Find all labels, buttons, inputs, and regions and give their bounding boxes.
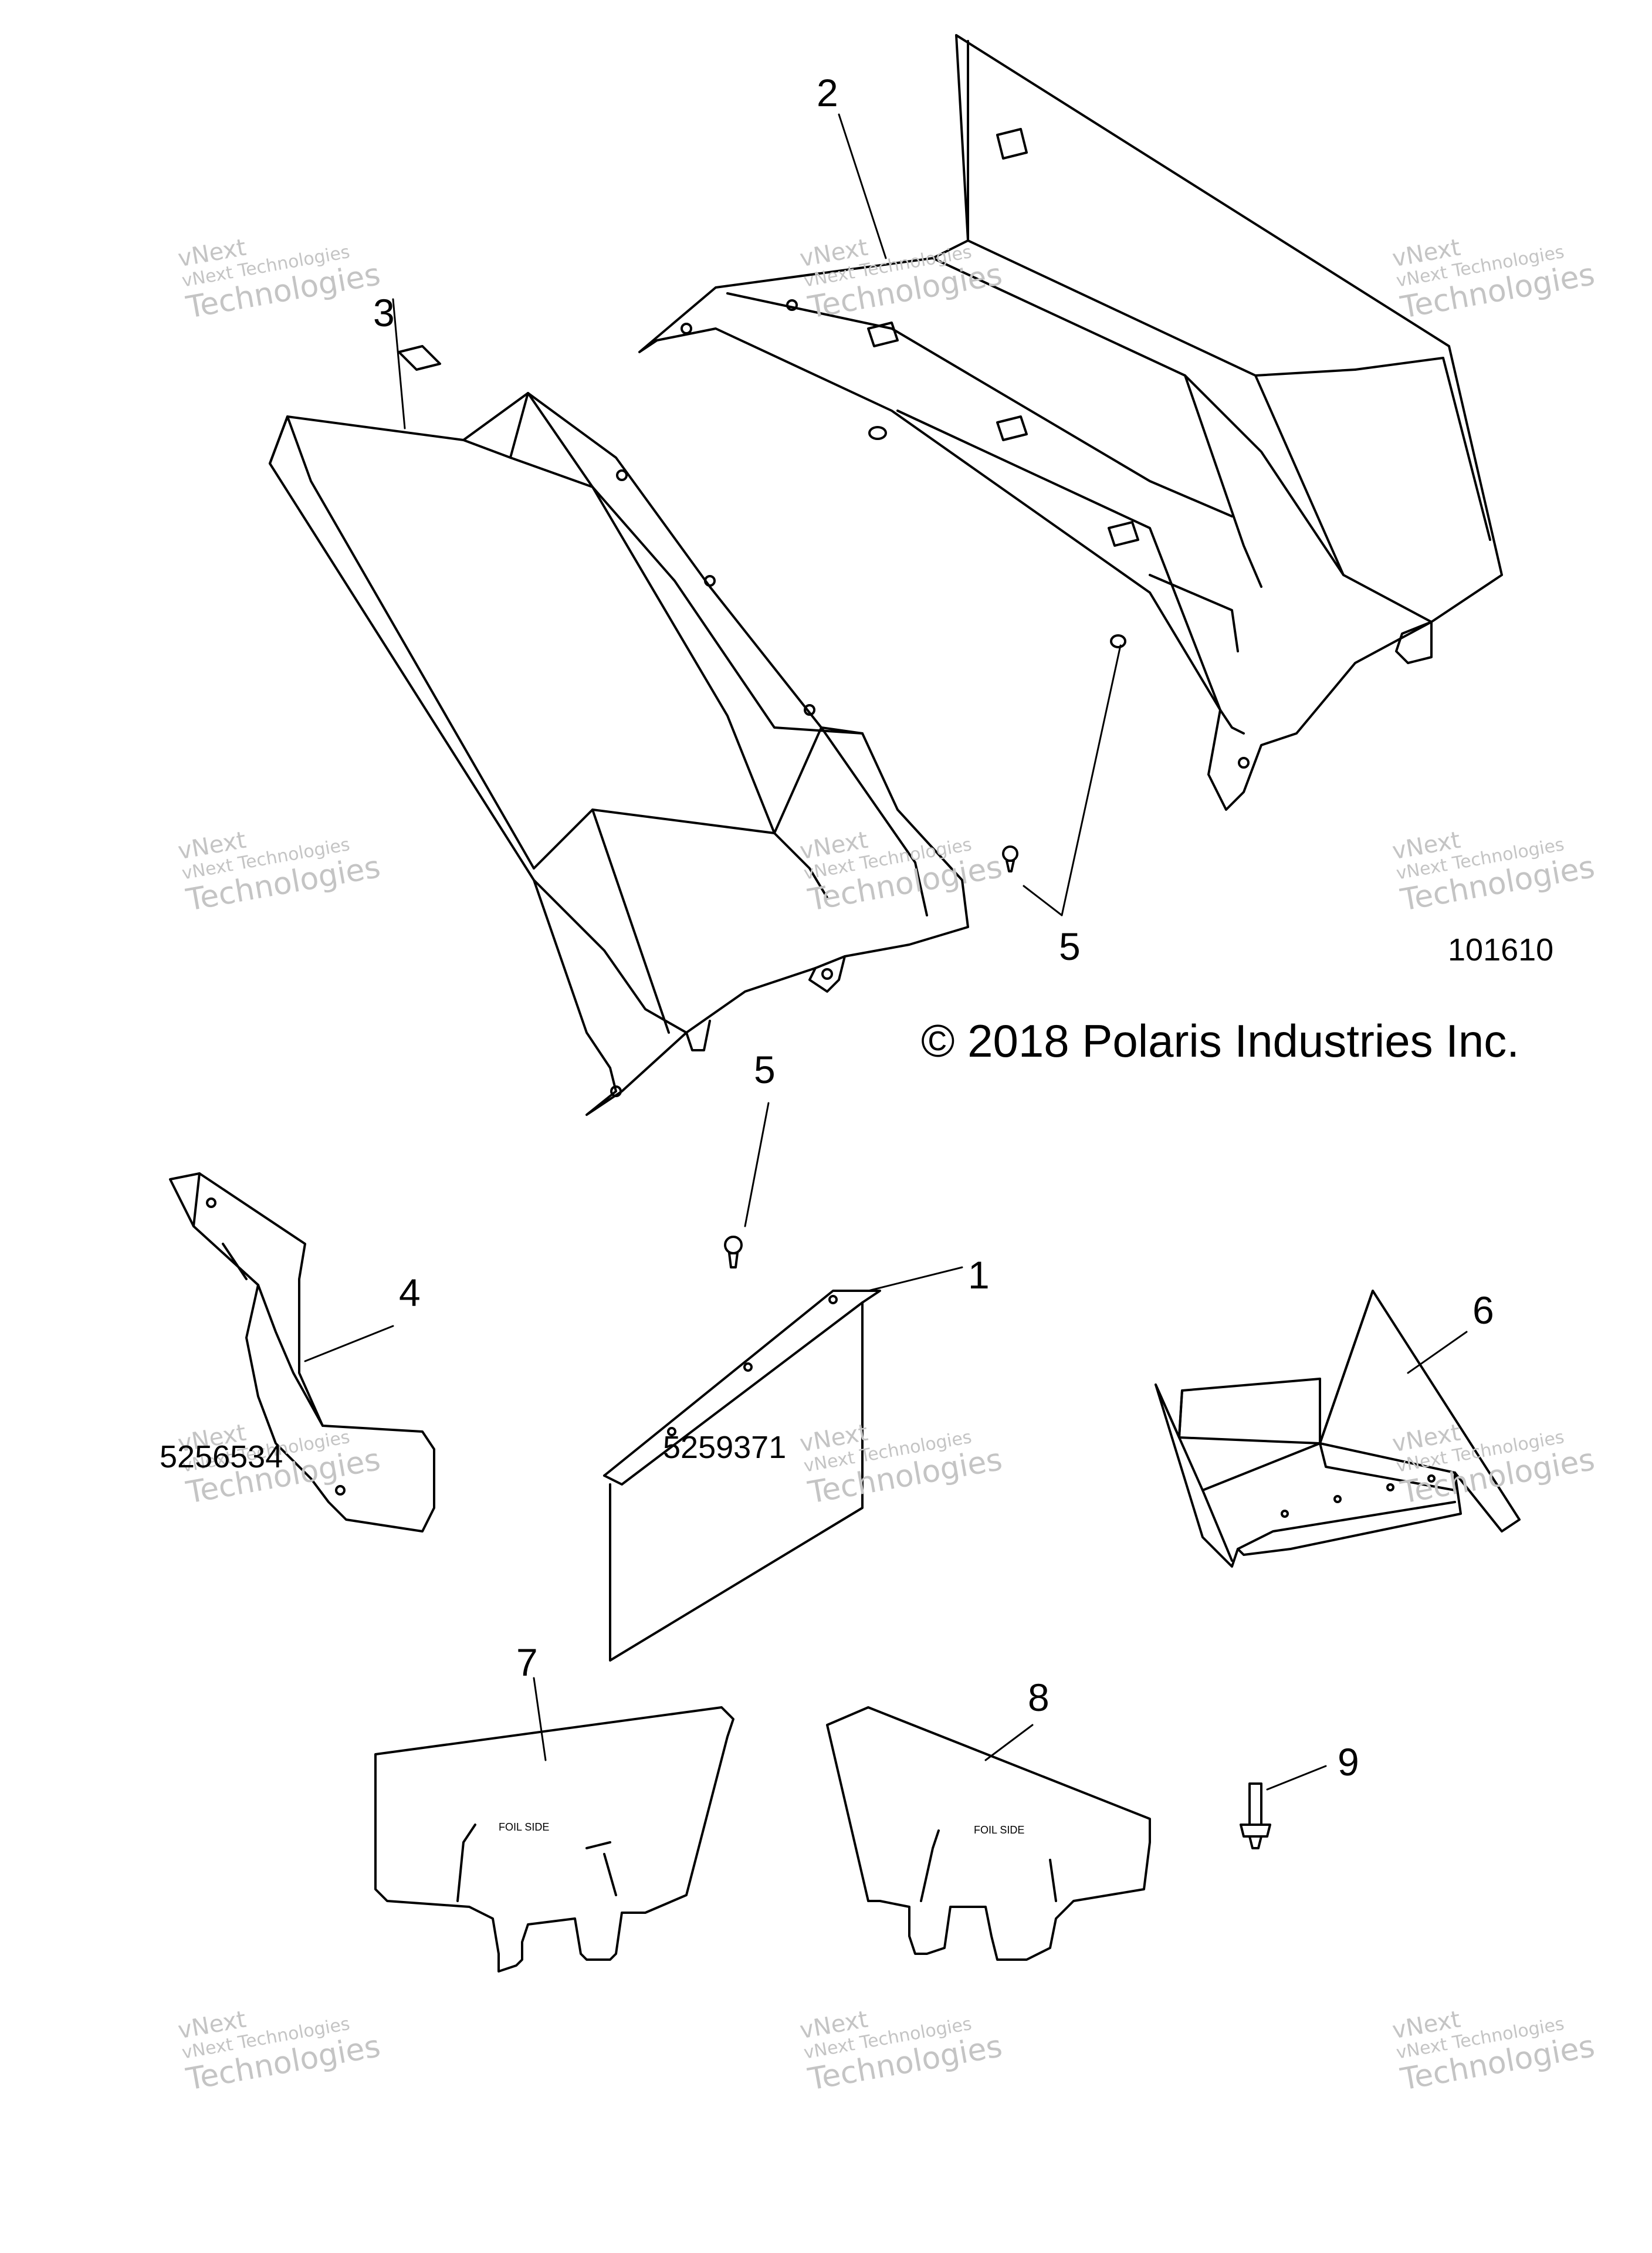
callout-9: 9 [1338,1740,1359,1784]
part-number-1: 5259371 [663,1430,787,1465]
part-number-4: 5256534 [160,1439,283,1474]
part-2-rear-panel [638,34,1503,811]
callout-7: 7 [516,1640,538,1684]
part-9-push-rivet [1240,1782,1271,1849]
callout-8: 8 [1028,1676,1050,1719]
leader-lines [304,113,1468,1791]
callout-4: 4 [399,1271,421,1314]
callout-6: 6 [1472,1288,1494,1332]
callout-3: 3 [373,291,395,334]
callout-2: 2 [817,71,838,114]
part-7-foil-shield-left: FOIL SIDE [374,1706,734,1973]
part-8-foil-shield-right: FOIL SIDE [826,1706,1151,1961]
figure-id: 101610 [1448,932,1554,967]
callout-5-mid: 5 [754,1048,776,1091]
callout-1: 1 [968,1253,990,1297]
part-6-heat-shield [1155,1290,1521,1568]
part-5-fastener-top [1002,845,1018,872]
callout-5-top: 5 [1059,925,1081,968]
part-3-side-panel [269,345,969,1116]
part-4-bracket [169,1172,435,1533]
part-5-fastener-mid [724,1236,743,1268]
foil-side-text-right: FOIL SIDE [974,1824,1024,1836]
foil-side-text-left: FOIL SIDE [499,1821,549,1833]
copyright-notice: © 2018 Polaris Industries Inc. [921,1015,1519,1067]
part-1-shield-plate [603,1290,881,1662]
